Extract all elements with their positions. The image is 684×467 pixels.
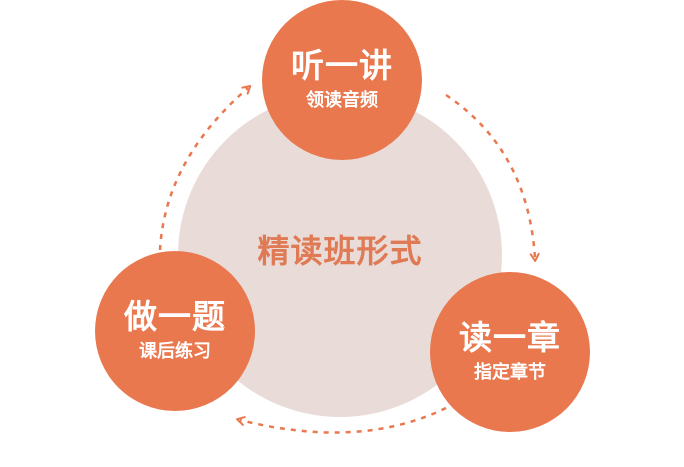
arrow-left-to-top (158, 85, 252, 251)
node-title: 听一讲 (291, 46, 393, 85)
node-practice: 做一题 课后练习 (95, 251, 255, 411)
arrow-top-to-right (445, 93, 540, 262)
node-subtitle: 课后练习 (139, 341, 211, 362)
node-subtitle: 指定章节 (474, 362, 546, 383)
arrow-right-to-left (236, 406, 447, 434)
node-read: 读一章 指定章节 (430, 272, 590, 432)
node-listen: 听一讲 领读音频 (262, 0, 422, 160)
center-label: 精读班形式 (257, 232, 423, 270)
node-title: 读一章 (459, 318, 561, 357)
node-title: 做一题 (124, 297, 226, 336)
center-circle (178, 93, 502, 417)
node-subtitle: 领读音频 (306, 90, 378, 111)
